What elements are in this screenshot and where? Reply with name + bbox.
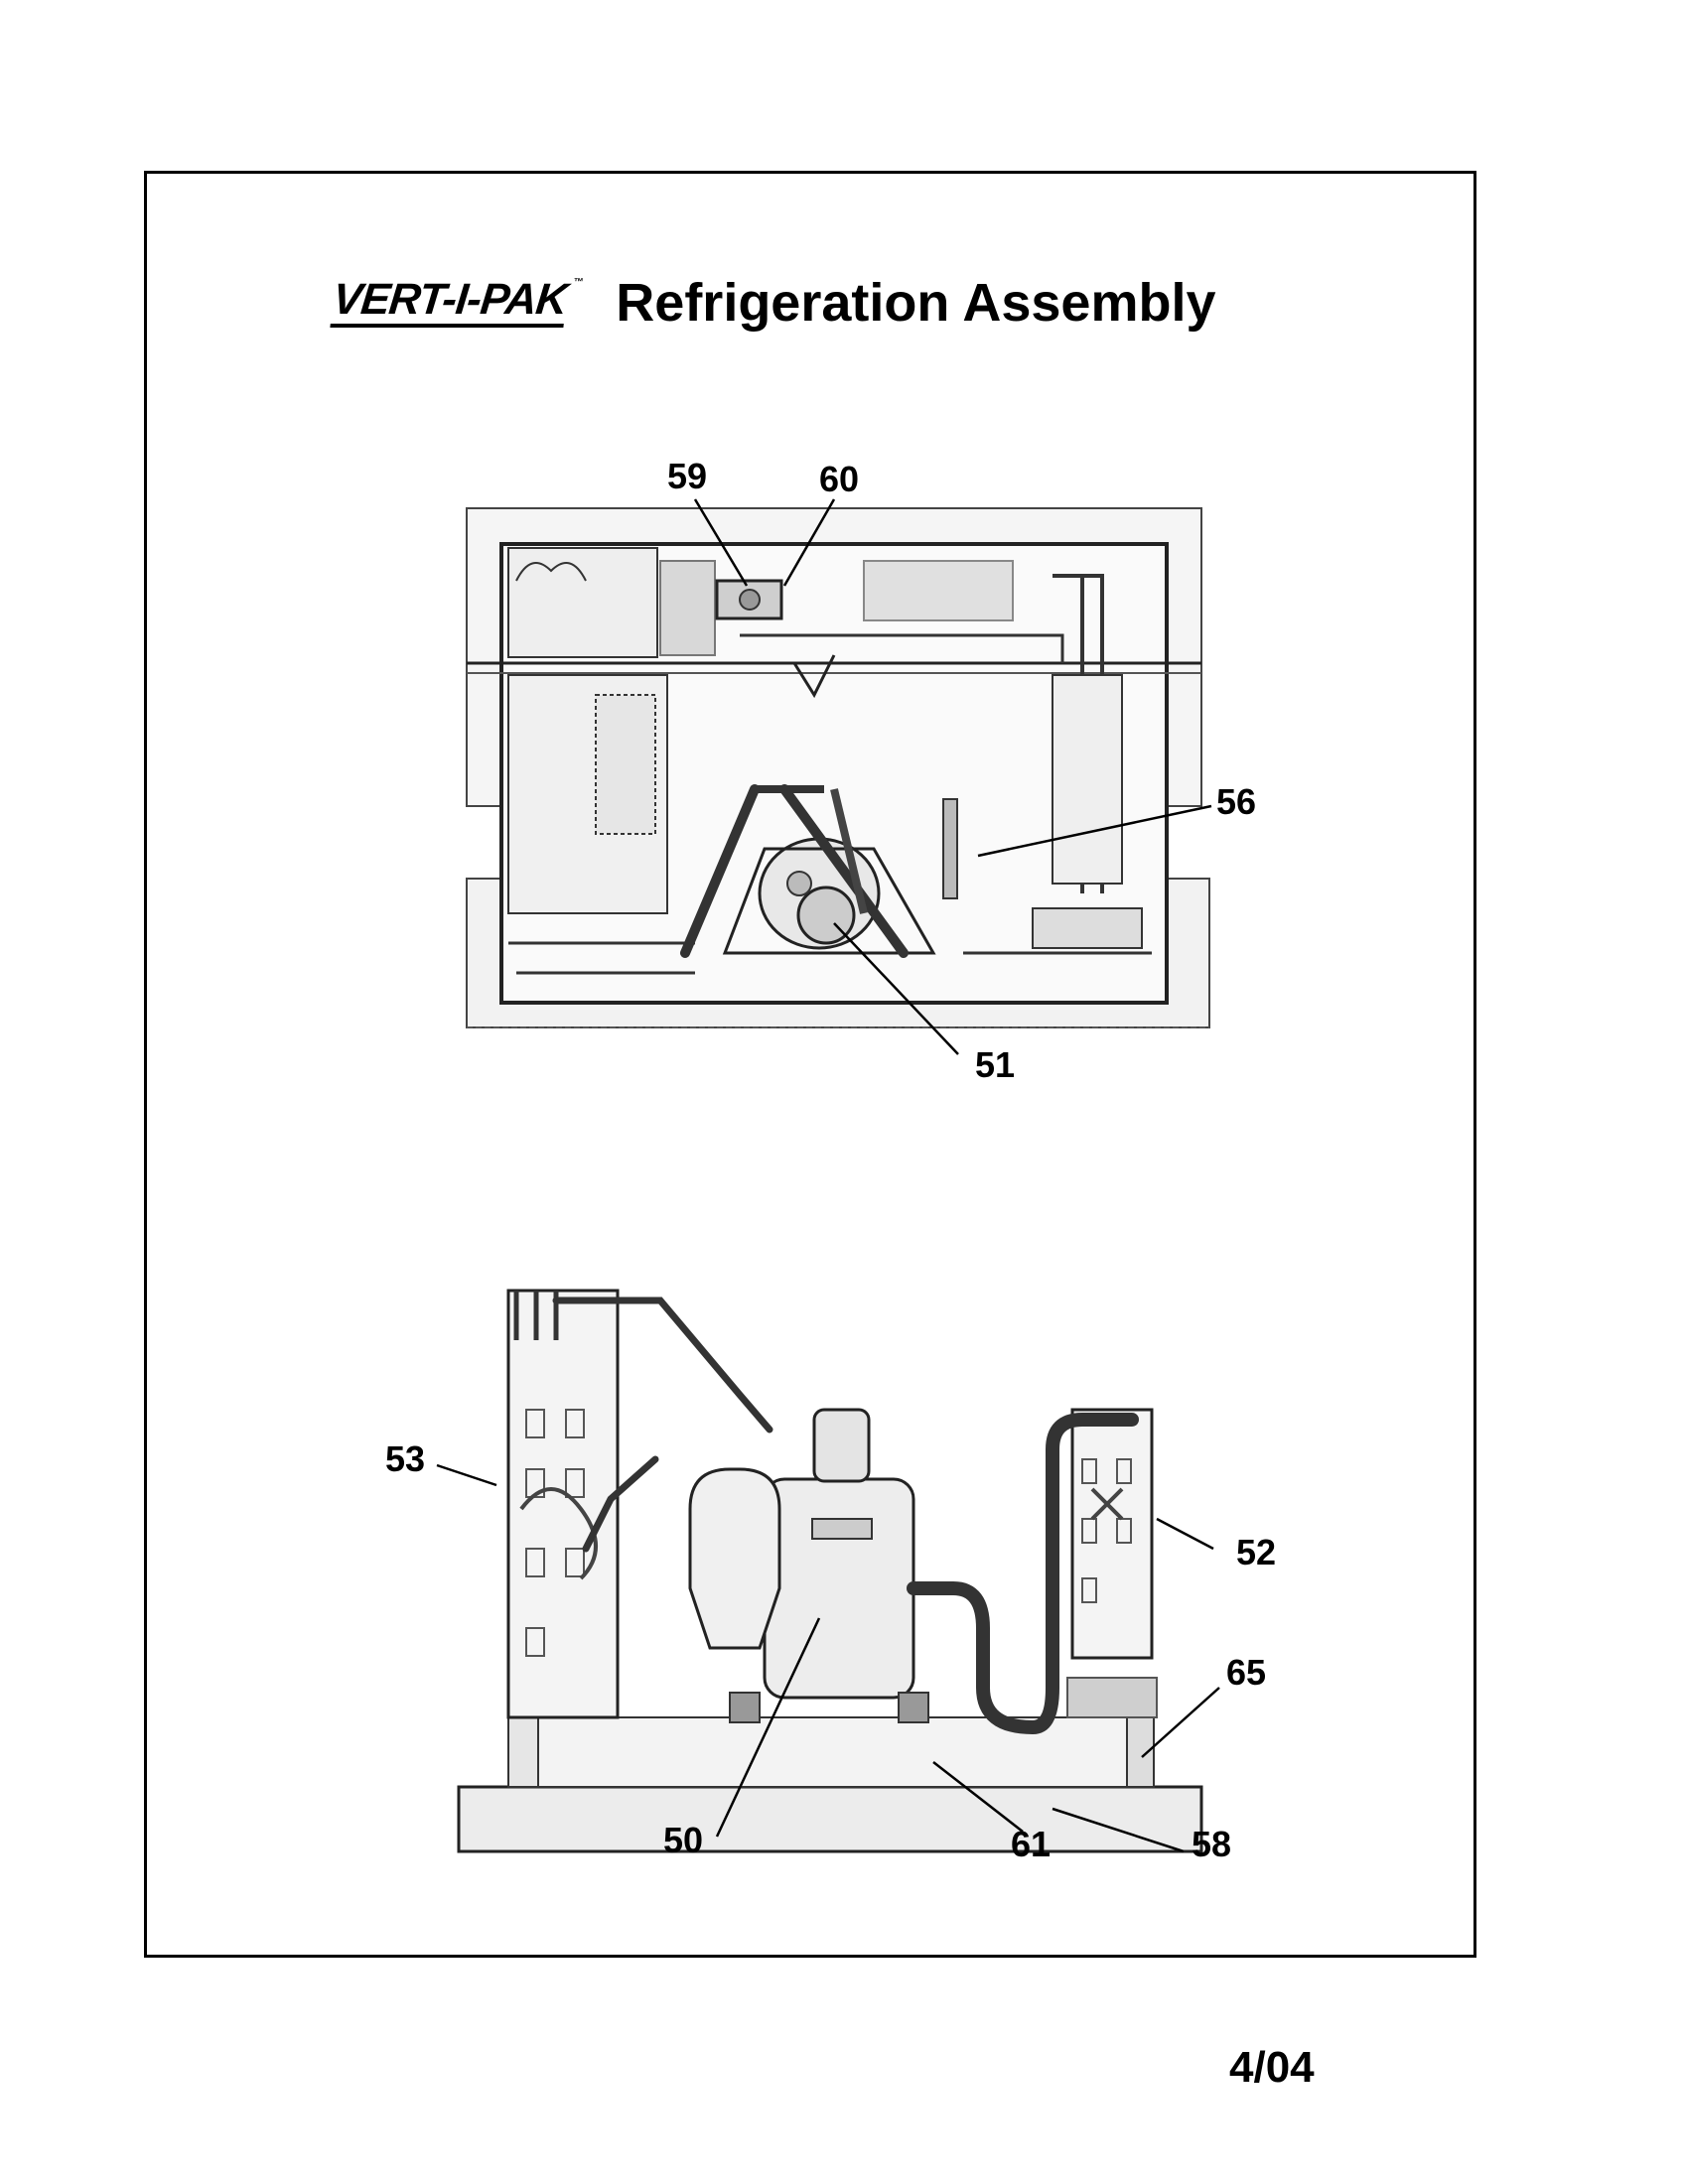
callout-50: 50 [663, 1820, 703, 1860]
callout-52: 52 [1236, 1532, 1276, 1572]
leader-56 [977, 804, 1212, 858]
page-title: Refrigeration Assembly [616, 273, 1216, 333]
callout-58: 58 [1192, 1824, 1231, 1864]
callout-60: 60 [819, 459, 859, 499]
callout-56: 56 [1216, 781, 1256, 822]
callout-51: 51 [975, 1044, 1015, 1085]
callout-59: 59 [667, 456, 707, 496]
callout-61: 61 [1011, 1824, 1051, 1864]
leader-61 [932, 1761, 1024, 1833]
leader-53 [436, 1463, 497, 1487]
top-view-assembly [466, 507, 1210, 1028]
page-frame [144, 171, 1476, 1958]
page-number: 4/04 [1229, 2043, 1315, 2092]
leader-58 [1052, 1807, 1185, 1853]
side-view-assembly [457, 1289, 1203, 1853]
callout-53: 53 [385, 1438, 425, 1479]
leader-50 [715, 1617, 821, 1838]
callout-labels: 59 60 56 51 53 52 65 50 61 58 [385, 456, 1276, 1864]
leader-59 [693, 498, 749, 587]
callout-65: 65 [1226, 1652, 1266, 1693]
leader-lines [436, 498, 1220, 1853]
page-header: VERT-I-PAK ™ Refrigeration Assembly [330, 263, 1216, 342]
leader-52 [1156, 1517, 1214, 1551]
leader-60 [782, 498, 836, 587]
leader-65 [1141, 1687, 1220, 1758]
leader-51 [833, 922, 959, 1055]
